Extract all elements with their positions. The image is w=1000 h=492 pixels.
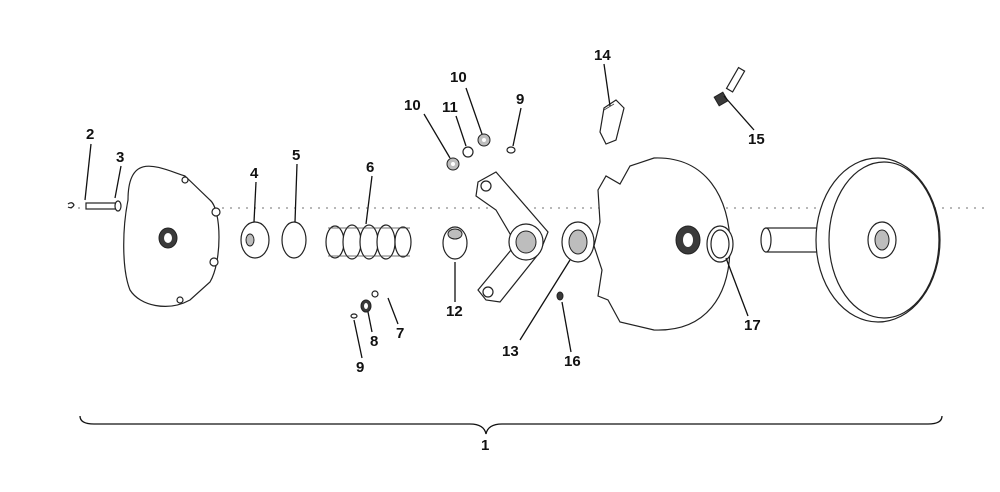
part-7-pin [371,290,379,298]
part-6-spring [325,224,412,260]
callout-10-left: 10 [404,97,421,114]
part-13-ring [561,221,595,263]
part-2-clip [67,202,75,209]
callout-12: 12 [446,303,463,320]
callout-15: 15 [748,131,765,148]
callout-14: 14 [594,47,611,64]
callout-9-lower: 9 [356,359,365,376]
callout-8: 8 [370,333,379,350]
part-14-shoe [599,99,625,145]
part-17-bushing [706,225,734,263]
part-9-washer-lower [350,313,358,319]
callout-5: 5 [292,147,301,164]
callout-3: 3 [116,149,125,166]
part-11-washer [462,146,474,158]
part-8-nut [360,299,372,313]
part-5-cup [281,221,307,259]
callout-9-upper: 9 [516,91,525,108]
callout-1: 1 [481,437,490,454]
callout-13: 13 [502,343,519,360]
spider-arm [475,171,549,303]
leader-lines [84,63,755,359]
callout-7: 7 [396,325,405,342]
part-10-nut-left [446,157,460,171]
callout-10-right: 10 [450,69,467,86]
part-10-nut-right [477,133,491,147]
part-12-bushing [442,226,468,260]
cover-plate [123,165,221,307]
part-15-bolt [713,66,746,107]
callout-11: 11 [442,99,458,116]
callout-2: 2 [86,126,95,143]
part-3-washer [85,200,122,212]
assembly-brace [79,415,943,435]
part-4-cup [240,221,270,259]
callout-16: 16 [564,353,581,370]
fixed-sheave [760,157,941,323]
callout-17: 17 [744,317,761,334]
callout-6: 6 [366,159,375,176]
callout-4: 4 [250,165,259,182]
part-16-screw [556,291,564,301]
part-9-washer-upper [506,146,516,154]
